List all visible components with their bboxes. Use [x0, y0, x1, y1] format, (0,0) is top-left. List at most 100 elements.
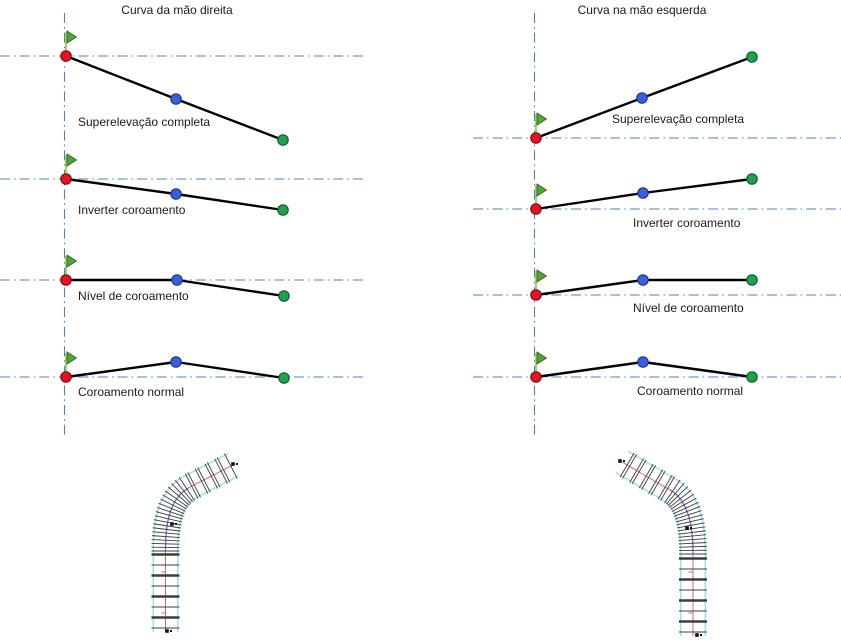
cross-section-tick: [664, 479, 681, 504]
cross-section-tick: [151, 539, 180, 542]
mid-point-blue: [637, 356, 649, 368]
flag-icon: [66, 153, 78, 167]
cross-section-tick: [214, 458, 228, 484]
start-point-red: [60, 50, 72, 62]
cross-section-tick: [650, 470, 666, 496]
panel-title-right-hand-curve: Curva da mão direita: [121, 3, 233, 17]
mid-point-blue: [636, 92, 648, 104]
cross-section-tick: [153, 523, 181, 529]
cross-section-tick: [151, 542, 180, 545]
cross-section-tick: [167, 486, 190, 506]
cross-section-tick: [668, 489, 692, 508]
cross-section-tick: [670, 493, 695, 510]
cross-section-tick: [216, 457, 231, 483]
cross-section-tick: [674, 510, 702, 520]
cross-section-tick: [675, 514, 703, 523]
start-point-red: [60, 173, 72, 185]
end-point-green: [278, 290, 290, 302]
stage-label-normal-crown: Coroamento normal: [637, 384, 744, 398]
station-minor-mark: [688, 571, 694, 573]
end-point-green: [278, 372, 290, 384]
station-marker: [231, 462, 235, 466]
cross-section-tick: [631, 459, 647, 485]
cross-section-tick: [158, 502, 185, 515]
station-marker: [165, 629, 169, 633]
cross-section-tick: [665, 482, 685, 505]
end-point-green: [746, 51, 758, 63]
station-minor-mark: [161, 571, 167, 573]
station-marker: [618, 459, 622, 463]
end-point-green: [746, 274, 758, 286]
cross-section-tick: [194, 468, 209, 494]
start-point-red: [530, 289, 542, 301]
station-label-mark: [175, 523, 177, 525]
cross-section-tick: [171, 483, 192, 504]
station-label-mark: [236, 463, 238, 465]
mid-point-blue: [637, 274, 649, 286]
station-label-mark: [170, 630, 172, 632]
mid-point-blue: [637, 187, 649, 199]
station-label-mark: [700, 634, 702, 636]
cross-section-tick: [178, 477, 195, 501]
cross-section-tick: [638, 463, 654, 489]
flag-icon: [536, 183, 548, 197]
cross-section-tick: [619, 452, 635, 478]
start-point-red: [60, 371, 72, 383]
cross-section-tick: [164, 490, 189, 508]
flag-icon: [66, 30, 78, 44]
road-surface: [616, 452, 705, 636]
end-point-green: [277, 204, 289, 216]
cross-section-tick: [162, 494, 187, 510]
cross-section-tick: [673, 505, 701, 517]
end-point-green: [746, 173, 758, 185]
mid-point-blue: [170, 356, 182, 368]
cross-section-tick: [678, 545, 707, 548]
cross-section-tick: [671, 497, 697, 513]
cross-section-tick: [678, 534, 707, 538]
cross-section-tick: [154, 515, 183, 523]
flag-icon: [536, 112, 548, 126]
cross-section-tick: [677, 530, 706, 535]
mid-point-blue: [170, 93, 182, 105]
cross-section-tick: [678, 538, 707, 542]
flag-icon: [536, 269, 548, 283]
cross-section-tick: [187, 472, 201, 498]
cross-section-tick: [204, 463, 219, 489]
cross-section-tick: [152, 531, 181, 535]
cross-section-tick: [667, 486, 689, 507]
cross-section-tick: [151, 535, 180, 539]
station-marker: [685, 526, 689, 530]
cross-section-tick: [660, 476, 676, 501]
cross-section-tick: [224, 453, 238, 479]
stage-label-full-superelevation: Superelevação completa: [78, 115, 211, 129]
cross-section-tick: [197, 467, 211, 493]
end-point-green: [746, 371, 758, 383]
station-label-mark: [623, 460, 625, 462]
start-point-red: [60, 274, 72, 286]
cross-section-tick: [676, 518, 704, 526]
stage-label-normal-crown: Coroamento normal: [78, 385, 185, 399]
stage-label-level-crown: Nível de coroamento: [78, 289, 189, 303]
station-marker: [695, 633, 699, 637]
stage-label-full-superelevation: Superelevação completa: [612, 112, 745, 126]
cross-section-tick: [156, 506, 184, 517]
station-label-mark: [690, 527, 692, 529]
cross-section-tick: [648, 469, 664, 494]
cross-section-tick: [657, 474, 673, 500]
cross-section-tick: [206, 462, 221, 488]
cross-section-tick: [672, 501, 699, 515]
flag-icon: [66, 254, 78, 268]
station-minor-mark: [688, 612, 694, 614]
cross-section-tick: [676, 522, 705, 529]
stage-label-reverse-crown: Inverter coroamento: [78, 203, 186, 217]
cross-section-tick: [629, 458, 645, 483]
station-minor-mark: [161, 612, 167, 614]
end-point-green: [277, 134, 289, 146]
cross-section-tick: [622, 454, 637, 479]
stage-label-level-crown: Nível de coroamento: [633, 301, 744, 315]
station-marker: [170, 522, 174, 526]
cross-section-tick: [678, 542, 707, 545]
cross-section-tick: [160, 498, 186, 512]
cross-section-tick: [152, 527, 181, 532]
